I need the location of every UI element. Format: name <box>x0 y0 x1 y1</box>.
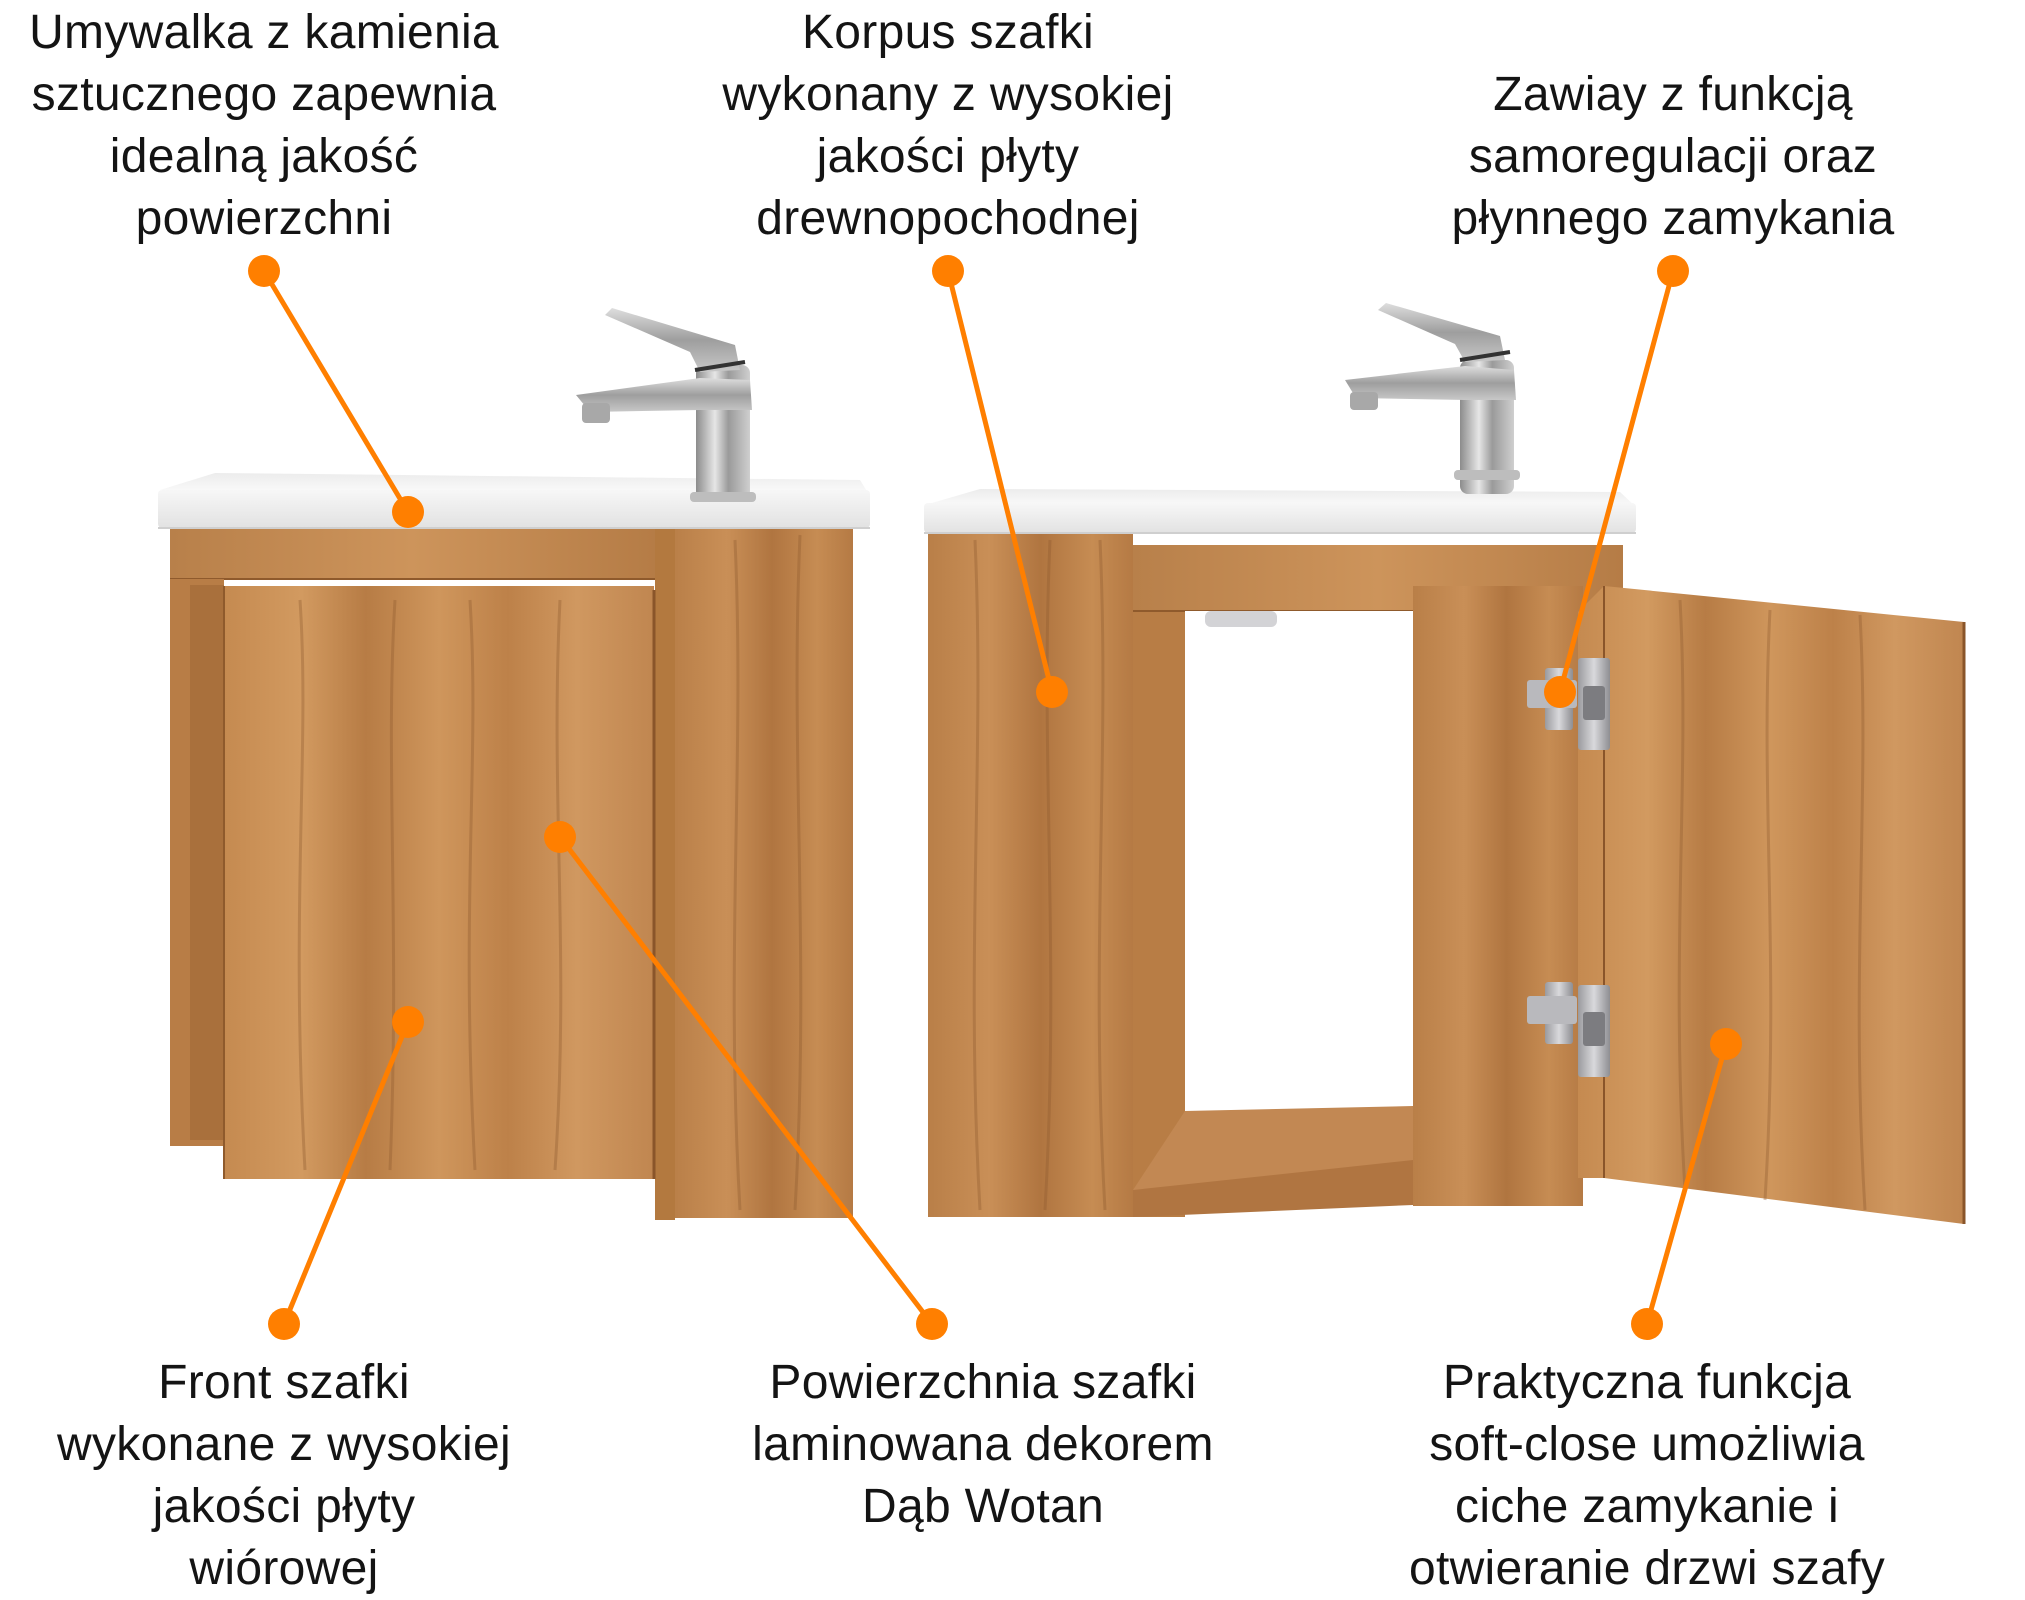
label-line: Umywalka z kamienia <box>29 6 499 59</box>
label-line: Front szafki <box>158 1356 410 1409</box>
label-line: Powierzchnia szafki <box>769 1356 1197 1409</box>
label-line: otwieranie drzwi szafy <box>1408 1542 1886 1595</box>
callout-dot-front-target <box>392 1006 424 1038</box>
label-line: jakości płyty <box>152 1480 416 1533</box>
label-line: laminowana dekorem <box>752 1418 1214 1471</box>
left-cabinet-edge <box>655 527 675 1220</box>
callout-line-basin <box>261 268 411 515</box>
label-line: powierzchni <box>135 192 393 245</box>
right-cabinet-side-panel <box>928 527 1133 1217</box>
callout-label-surface: Powierzchnia szafki laminowana dekorem D… <box>752 1352 1214 1538</box>
callout-line-softclose <box>1644 1041 1729 1327</box>
right-basin-front <box>924 503 1636 533</box>
label-line: sztucznego zapewnia <box>31 68 497 121</box>
callout-dot-surface-label <box>916 1308 948 1340</box>
label-line: ciche zamykanie i <box>1455 1480 1839 1533</box>
callout-label-softclose: Praktyczna funkcja soft-close umożliwia … <box>1409 1352 1885 1600</box>
callout-label-basin: Umywalka z kamienia sztucznego zapewnia … <box>29 2 499 250</box>
label-line: samoregulacji oraz <box>1468 130 1878 183</box>
label-line: wykonane z wysokiej <box>57 1418 511 1471</box>
left-basin-top <box>160 473 868 493</box>
callout-dot-carcass-target <box>1036 676 1068 708</box>
closed-cabinet <box>158 308 870 1220</box>
callout-line-surface <box>557 834 935 1327</box>
label-line: wiórowej <box>189 1542 379 1595</box>
callout-dot-softclose-label <box>1631 1308 1663 1340</box>
label-line: Praktyczna funkcja <box>1442 1356 1852 1409</box>
label-line: Dąb Wotan <box>862 1480 1104 1533</box>
label-line: soft-close umożliwia <box>1429 1418 1865 1471</box>
left-faucet <box>576 308 756 502</box>
open-cabinet <box>924 303 1966 1224</box>
left-cabinet-door <box>224 586 654 1179</box>
label-line: jakości płyty <box>816 130 1080 183</box>
callout-line-carcass <box>945 268 1055 695</box>
callout-dot-carcass-label <box>932 255 964 287</box>
label-line: drewnopochodnej <box>756 192 1140 245</box>
left-cabinet-side-panel <box>673 520 853 1218</box>
callout-label-front: Front szafki wykonane z wysokiej jakości… <box>57 1352 511 1600</box>
label-line: wykonany z wysokiej <box>722 68 1174 121</box>
callout-lines <box>261 268 1729 1327</box>
left-cabinet-top-rail <box>170 527 655 579</box>
callout-dots <box>248 255 1742 1340</box>
callout-line-front <box>281 1019 411 1327</box>
callout-line-hinges <box>1557 268 1676 695</box>
right-cabinet-open-door <box>1578 586 1964 1224</box>
label-line: Zawiay z funkcją <box>1493 68 1853 121</box>
label-line: Korpus szafki <box>801 6 1095 59</box>
callout-dot-basin-target <box>392 496 424 528</box>
label-line: idealną jakość <box>109 130 419 183</box>
callout-dot-hinges-label <box>1657 255 1689 287</box>
callout-dot-softclose-target <box>1710 1028 1742 1060</box>
right-faucet <box>1345 303 1520 494</box>
callout-label-carcass: Korpus szafki wykonany z wysokiej jakośc… <box>722 2 1173 250</box>
right-cabinet-bottom-shelf <box>1133 1106 1413 1205</box>
cabinet-opening <box>1185 611 1413 1111</box>
hinge-bottom <box>1527 982 1610 1077</box>
callout-dot-front-label <box>268 1308 300 1340</box>
callout-dot-basin-label <box>248 255 280 287</box>
callout-label-hinges: Zawiay z funkcją samoregulacji oraz płyn… <box>1451 64 1894 250</box>
right-basin-top <box>925 489 1635 506</box>
callout-dot-surface-target <box>544 821 576 853</box>
left-basin-front <box>158 490 870 528</box>
label-line: płynnego zamykania <box>1451 192 1895 245</box>
callout-dot-hinges-target <box>1544 676 1576 708</box>
